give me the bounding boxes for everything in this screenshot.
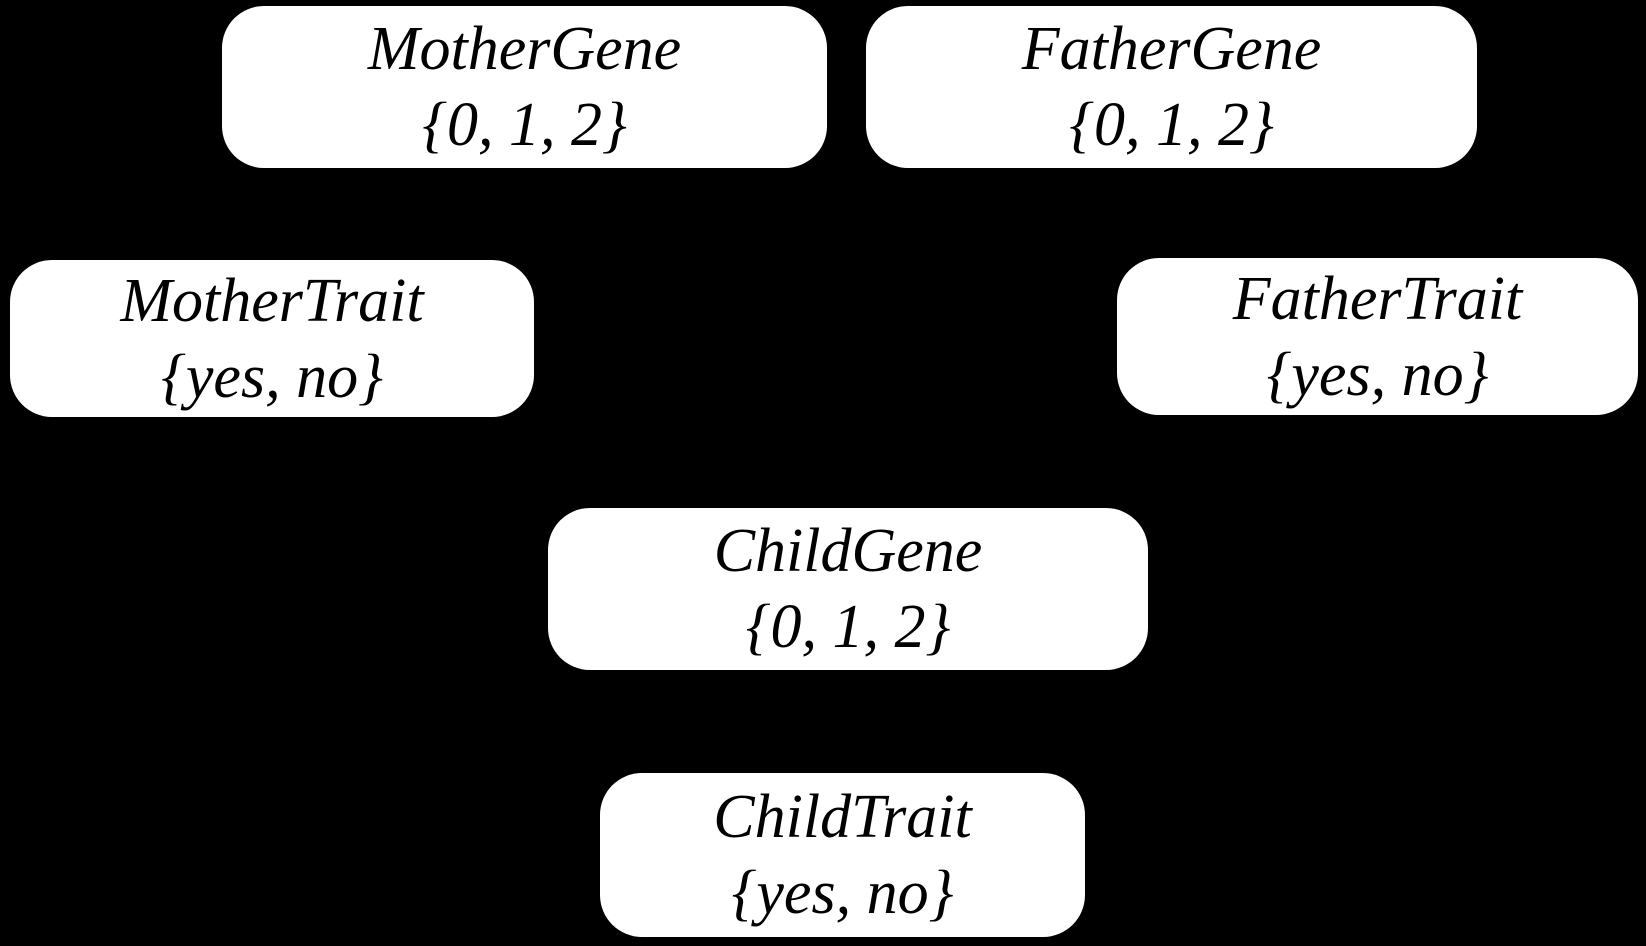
node-mother-gene: MotherGene {0, 1, 2} xyxy=(222,6,827,168)
node-child-trait: ChildTrait {yes, no} xyxy=(600,773,1085,937)
node-domain-values: {yes, no} xyxy=(1266,340,1489,409)
node-domain-values: {0, 1, 2} xyxy=(745,593,951,661)
node-label: MotherGene xyxy=(367,15,682,83)
node-domain-values: {0, 1, 2} xyxy=(1069,91,1274,159)
node-domain-values: {yes, no} xyxy=(731,859,954,927)
node-label: FatherGene xyxy=(1021,15,1322,83)
node-domain-values: {0, 1, 2} xyxy=(422,91,627,159)
node-label: ChildTrait xyxy=(713,783,972,851)
node-father-trait: FatherTrait {yes, no} xyxy=(1117,258,1638,415)
node-father-gene: FatherGene {0, 1, 2} xyxy=(866,6,1477,168)
node-domain-values: {yes, no} xyxy=(161,342,383,411)
node-label: FatherTrait xyxy=(1232,264,1523,333)
node-mother-trait: MotherTrait {yes, no} xyxy=(10,260,534,417)
node-child-gene: ChildGene {0, 1, 2} xyxy=(548,508,1148,670)
node-label: ChildGene xyxy=(713,517,983,585)
node-label: MotherTrait xyxy=(120,266,424,335)
